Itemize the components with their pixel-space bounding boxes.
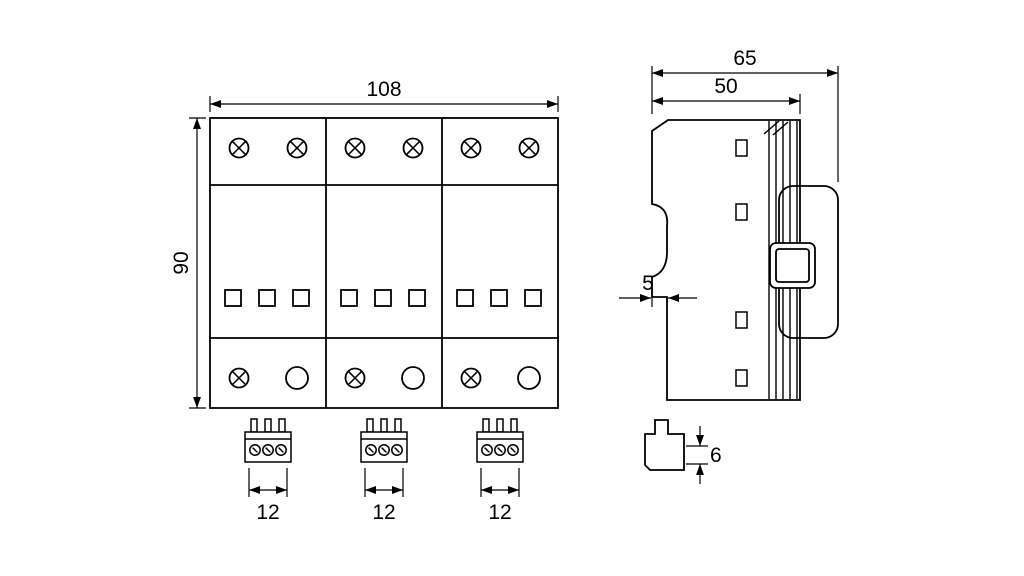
dim-front-width: 108 xyxy=(209,78,559,112)
device-outline xyxy=(209,117,559,409)
dim-connector-2-width-label: 12 xyxy=(372,501,395,524)
dim-connector-3-width-label: 12 xyxy=(488,501,511,524)
side-view xyxy=(644,119,839,471)
side-body-outline xyxy=(651,119,801,401)
side-connector-outline xyxy=(644,419,685,471)
dim-side-body-depth-label: 50 xyxy=(714,75,737,98)
dim-side-total-depth-label: 65 xyxy=(733,47,756,70)
dim-side-step-label: 5 xyxy=(642,272,654,295)
hatch-mark-2 xyxy=(772,121,789,136)
connector-1 xyxy=(244,418,292,463)
dimensions: 108 90 12 12 12 xyxy=(170,47,839,524)
dim-connector-1-width-label: 12 xyxy=(256,501,279,524)
dim-side-step: 5 xyxy=(619,272,697,307)
dim-connector-2-width: 12 xyxy=(364,468,404,524)
hatch-mark-1 xyxy=(763,120,780,135)
indicator-window-inner xyxy=(775,248,810,283)
dim-front-width-label: 108 xyxy=(366,78,401,101)
front-view xyxy=(209,117,559,463)
dim-front-height: 90 xyxy=(170,117,206,409)
dim-side-connector-height: 6 xyxy=(686,426,722,484)
dim-front-height-label: 90 xyxy=(170,251,193,274)
terminal-slots xyxy=(735,139,748,387)
indicator-window-outer xyxy=(769,242,816,289)
dim-connector-3-width: 12 xyxy=(480,468,520,524)
connector-2 xyxy=(360,418,408,463)
dim-side-total-depth: 65 xyxy=(651,47,839,182)
dim-side-body-depth: 50 xyxy=(652,75,801,114)
connector-3 xyxy=(476,418,524,463)
dim-side-connector-height-label: 6 xyxy=(710,444,722,467)
dim-connector-1-width: 12 xyxy=(248,468,288,524)
